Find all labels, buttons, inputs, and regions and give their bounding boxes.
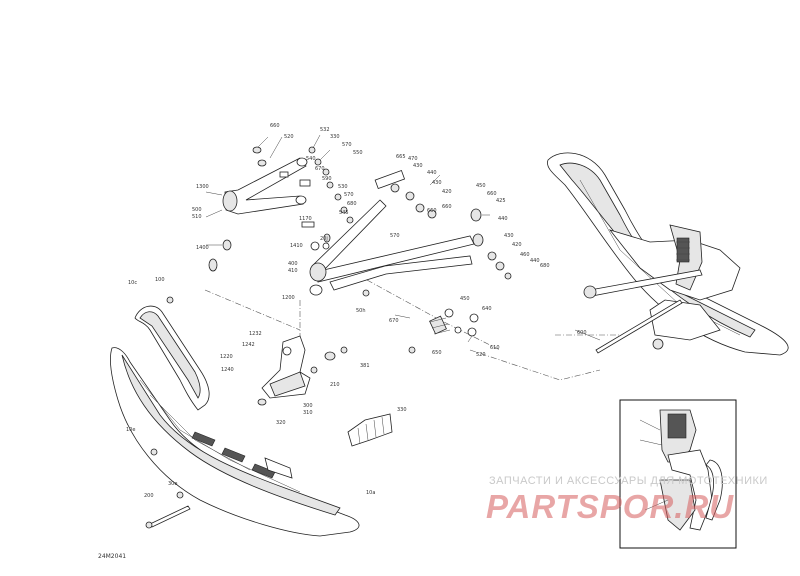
left-ski: [110, 347, 360, 537]
callout-320: 320: [276, 420, 286, 426]
callout-650: 650: [432, 350, 442, 356]
callout-1232: 1232: [249, 331, 262, 337]
callout-600: 600: [577, 330, 587, 336]
callout-450: 450: [476, 183, 486, 189]
callout-1240: 1240: [221, 367, 234, 373]
diagram-code: 24M2041: [98, 553, 127, 560]
callout-590: 590: [322, 176, 332, 182]
watermark-logo: PARTSPOR.RU: [486, 488, 735, 525]
callout-500: 500: [192, 207, 202, 213]
callout-440b: 440: [498, 216, 508, 222]
leader-lines: [205, 134, 601, 343]
callout-520b: 520: [476, 352, 486, 358]
callout-10c: 10c: [128, 280, 137, 286]
callout-660d: 660: [427, 208, 437, 214]
callout-1200: 1200: [282, 295, 295, 301]
callout-310: 310: [303, 410, 313, 416]
callout-330b: 330: [397, 407, 407, 413]
reference-lines: [204, 279, 620, 381]
callout-570c: 570: [390, 233, 400, 239]
fasteners-upper: [166, 146, 354, 304]
callout-1220: 1220: [220, 354, 233, 360]
callout-330: 330: [330, 134, 340, 140]
callout-450b: 450: [460, 296, 470, 302]
inset-detail: [619, 399, 737, 549]
callout-660b: 660: [487, 191, 497, 197]
callout-100: 100: [155, 277, 165, 283]
ski-bolt: [145, 448, 191, 529]
linkage-center: [408, 308, 479, 354]
callout-20j: 20j: [320, 236, 328, 242]
callout-1242: 1242: [242, 342, 255, 348]
callout-520: 520: [284, 134, 294, 140]
spindle: [257, 335, 348, 406]
callout-610: 610: [490, 345, 500, 351]
callout-570b: 570: [344, 192, 354, 198]
callout-1400: 1400: [196, 245, 209, 251]
right-ski: [547, 152, 789, 356]
callout-420: 420: [442, 189, 452, 195]
callout-570: 570: [342, 142, 352, 148]
callout-670b: 670: [389, 318, 399, 324]
callout-665: 665: [396, 154, 406, 160]
callout-530: 530: [338, 184, 348, 190]
callout-labels: 660 520 532 330 570 550 540 670 590 1300…: [126, 123, 587, 499]
callout-10e: 10e: [126, 427, 135, 433]
callout-440: 440: [427, 170, 437, 176]
callout-400: 400: [288, 261, 298, 267]
callout-510: 510: [192, 214, 202, 220]
callout-460: 460: [520, 252, 530, 258]
callout-1170: 1170: [299, 216, 312, 222]
callout-640: 640: [482, 306, 492, 312]
callout-30e: 30e: [168, 481, 177, 487]
callout-10a: 10a: [366, 490, 375, 496]
callout-680: 680: [347, 201, 357, 207]
callout-210: 210: [330, 382, 340, 388]
callout-550: 550: [353, 150, 363, 156]
callout-670: 670: [315, 166, 325, 172]
callout-430: 430: [413, 163, 423, 169]
callout-430b: 430: [432, 180, 442, 186]
upper-a-arm: [222, 157, 308, 215]
callout-200: 200: [144, 493, 154, 499]
callout-1300: 1300: [196, 184, 209, 190]
callout-540: 540: [306, 156, 316, 162]
callout-440c: 440: [530, 258, 540, 264]
watermark-caption: ЗАПЧАСТИ И АКСЕССУАРЫ ДЛЯ МОТОТЕХНИКИ: [489, 475, 768, 487]
callout-430c: 430: [504, 233, 514, 239]
callout-381: 381: [360, 363, 370, 369]
callout-425: 425: [496, 198, 506, 204]
left-ski-loop: [134, 305, 210, 411]
callout-1410: 1410: [290, 243, 303, 249]
callout-660: 660: [270, 123, 280, 129]
callout-420b: 420: [512, 242, 522, 248]
callout-300: 300: [303, 403, 313, 409]
callout-660c: 660: [442, 204, 452, 210]
callout-680b: 680: [540, 263, 550, 269]
callout-470: 470: [408, 156, 418, 162]
carbide-runner: [347, 413, 393, 447]
callout-410: 410: [288, 268, 298, 274]
callout-532: 532: [320, 127, 330, 133]
callout-50h: 50h: [356, 308, 366, 314]
lower-arm: [309, 170, 512, 297]
callout-545: 545: [339, 210, 349, 216]
